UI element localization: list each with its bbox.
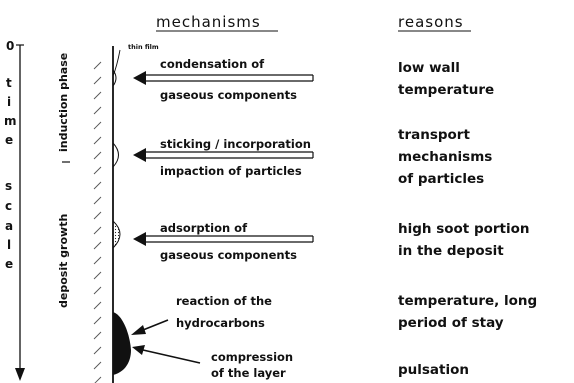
- hatch-mark: [94, 122, 101, 129]
- scale-letter-l: l: [7, 238, 11, 252]
- hatch-mark: [94, 302, 101, 309]
- reason-2-line-2: mechanisms: [398, 149, 492, 165]
- mechanism-2-line-2: impaction of particles: [160, 164, 302, 178]
- reason-2-line-3: of particles: [398, 171, 484, 187]
- hatch-mark: [94, 347, 101, 354]
- hatch-mark: [94, 257, 101, 264]
- mechanism-5-line-2: of the layer: [211, 366, 286, 380]
- scale-letter-a: a: [5, 219, 13, 233]
- time-axis-arrowhead: [15, 368, 25, 381]
- reason-3-line-2: in the deposit: [398, 243, 504, 259]
- time-letter-m: m: [4, 114, 17, 128]
- time-letter-i: i: [7, 95, 11, 109]
- hatch-mark: [94, 62, 101, 69]
- mechanism-5-line-1: compression: [211, 350, 293, 364]
- hatch-mark: [94, 182, 101, 189]
- reason-5-line-1: pulsation: [398, 362, 469, 378]
- header-mechanisms: mechanisms: [156, 13, 261, 31]
- mechanism-1-line-2: gaseous components: [160, 88, 297, 102]
- hatch-mark: [94, 167, 101, 174]
- thin-film-label: thin film: [128, 43, 159, 51]
- hatch-mark: [94, 287, 101, 294]
- hatch-mark: [94, 317, 101, 324]
- mechanism-4-line-2: hydrocarbons: [176, 316, 265, 330]
- time-letter-e: e: [5, 133, 13, 147]
- arrow-compression: [132, 345, 200, 363]
- hatch-mark: [94, 137, 101, 144]
- hydrocarbon-deposit: [113, 312, 131, 375]
- phase-growth-label: deposit growth: [57, 214, 70, 308]
- scale-letter-e: e: [5, 257, 13, 271]
- mechanism-2-line-1: sticking / incorporation: [160, 137, 311, 151]
- time-axis-zero: 0: [6, 39, 14, 53]
- mechanism-1-line-1: condensation of: [160, 57, 265, 71]
- hatch-mark: [94, 92, 101, 99]
- arrow-reaction: [131, 320, 168, 335]
- hatch-mark: [94, 377, 101, 383]
- header-reasons: reasons: [398, 13, 464, 31]
- reason-4-line-1: temperature, long: [398, 293, 537, 309]
- hatch-mark: [94, 77, 101, 84]
- hatch-mark: [94, 152, 101, 159]
- reason-4-line-2: period of stay: [398, 315, 504, 331]
- hatch-mark: [94, 227, 101, 234]
- reason-2-line-1: transport: [398, 127, 470, 143]
- reason-1-line-1: low wall: [398, 60, 460, 76]
- arrow-condensation: [133, 71, 313, 85]
- scale-letter-c: c: [5, 199, 12, 213]
- hatch-mark: [94, 197, 101, 204]
- hatch-mark: [94, 212, 101, 219]
- scale-letter-s: s: [5, 179, 12, 193]
- time-letter-t: t: [6, 76, 12, 90]
- hatch-mark: [94, 362, 101, 369]
- soot-deposit-bump: [113, 221, 120, 248]
- mechanism-4-line-1: reaction of the: [176, 294, 272, 308]
- reason-1-line-2: temperature: [398, 82, 494, 98]
- reason-3-line-1: high soot portion: [398, 221, 530, 237]
- hatch-mark: [94, 242, 101, 249]
- hatch-mark: [94, 272, 101, 279]
- mechanism-3-line-2: gaseous components: [160, 248, 297, 262]
- hatch-mark: [94, 332, 101, 339]
- wall-hatching: [94, 62, 101, 383]
- phase-induction-label: induction phase: [57, 53, 70, 152]
- hatch-mark: [94, 107, 101, 114]
- mechanism-3-line-1: adsorption of: [160, 221, 248, 235]
